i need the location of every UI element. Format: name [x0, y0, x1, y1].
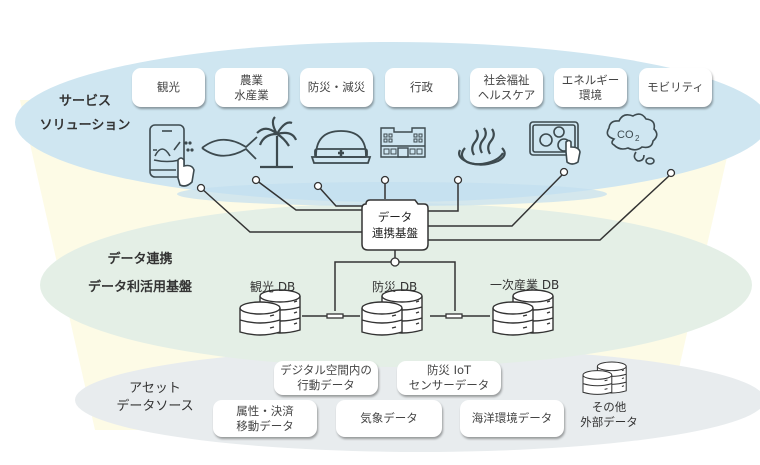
db-icon-primary-industry — [492, 289, 554, 336]
external-data-line2: 外部データ — [580, 415, 638, 429]
db-icon-tourism — [239, 289, 301, 336]
data-layer-ellipse — [40, 203, 752, 367]
category-line1: 社会福祉 — [483, 72, 530, 87]
data-layer-title-line1: データ連携 — [107, 252, 173, 267]
db-label-disaster: 防災 DB — [372, 280, 418, 294]
source-line1: 気象データ — [360, 411, 418, 425]
category-energy-environment: エネルギー環境 — [554, 68, 627, 107]
connector-tourism — [200, 187, 362, 233]
category-line1: 防災・減災 — [307, 80, 366, 94]
co2-subscript: 2 — [635, 134, 640, 143]
palm-tree-icon — [256, 116, 298, 169]
category-government: 行政 — [385, 68, 458, 107]
db-icon-disaster — [361, 289, 423, 336]
service-layer-lower-glow — [177, 182, 607, 206]
source-weather: 気象データ — [336, 400, 442, 437]
source-line1: 属性・決済 — [236, 403, 294, 418]
source-marine-environment: 海洋環境データ — [460, 400, 564, 437]
category-mobility: モビリティ — [639, 68, 712, 107]
source-line1: デジタル空間内の — [280, 363, 372, 377]
category-line2: ヘルスケア — [477, 87, 536, 102]
connector-welfare — [428, 173, 564, 227]
category-line1: 行政 — [410, 80, 433, 94]
db-label-tourism: 観光 DB — [250, 280, 296, 294]
category-line2: 水産業 — [234, 87, 269, 102]
source-line2: 行動データ — [297, 378, 355, 392]
fish-icon — [201, 136, 258, 160]
hub-connections — [200, 173, 671, 317]
category-line1: 農業 — [240, 72, 263, 87]
smartphone-tourism-icon — [149, 124, 195, 187]
source-digital-behavior: デジタル空間内の行動データ — [274, 361, 378, 395]
service-layer-title-line2: ソリューション — [39, 118, 131, 133]
category-line1: モビリティ — [647, 80, 704, 94]
category-disaster-prevention: 防災・減災 — [300, 68, 373, 107]
co2-text: CO — [617, 129, 634, 141]
db-label-primary-industry: 一次産業 DB — [490, 278, 560, 292]
data-hub-label: データ 連携基盤 — [362, 209, 428, 241]
tablet-welfare-icon — [529, 121, 581, 165]
category-agriculture-fishery: 農業水産業 — [215, 68, 288, 107]
connector-environment — [428, 174, 671, 241]
co2-cloud-icon: CO 2 — [606, 113, 658, 165]
source-line2: センサーデータ — [408, 378, 490, 392]
data-layer-title: データ連携 データ利活用基盤 — [70, 248, 210, 300]
source-line1: 防災 IoT — [426, 363, 472, 377]
category-line2: 環境 — [579, 87, 602, 102]
external-data-label: その他 外部データ — [574, 400, 644, 430]
service-layer-title-line1: サービス — [58, 94, 111, 109]
category-welfare-healthcare: 社会福祉ヘルスケア — [470, 68, 543, 107]
asset-layer-title: アセット データソース — [100, 380, 210, 416]
category-tourism: 観光 — [132, 68, 205, 107]
connector-nodes — [196, 167, 676, 319]
category-line1: 観光 — [157, 80, 180, 94]
db-icon-external — [582, 361, 627, 395]
service-layer-title: サービス ソリューション — [30, 90, 140, 138]
connector-onsen — [428, 183, 459, 212]
asset-layer-title-line1: アセット — [129, 381, 181, 396]
source-line2: 移動データ — [236, 418, 294, 433]
source-attribute-payment: 属性・決済移動データ — [213, 400, 317, 437]
hot-spring-icon — [458, 127, 506, 166]
external-data-line1: その他 — [591, 400, 627, 414]
data-layer-title-line2: データ利活用基盤 — [87, 280, 192, 295]
connector-agriculture — [255, 179, 362, 211]
source-line1: 海洋環境データ — [471, 411, 553, 425]
data-hub-label-line1: データ — [377, 210, 413, 224]
data-hub-label-line2: 連携基盤 — [372, 226, 418, 240]
asset-layer-title-line2: データソース — [116, 399, 194, 414]
building-icon — [380, 127, 426, 158]
data-hub-box — [361, 199, 429, 251]
category-line1: エネルギー — [561, 72, 620, 87]
helmet-icon — [310, 130, 372, 164]
connector-disaster — [317, 185, 362, 207]
